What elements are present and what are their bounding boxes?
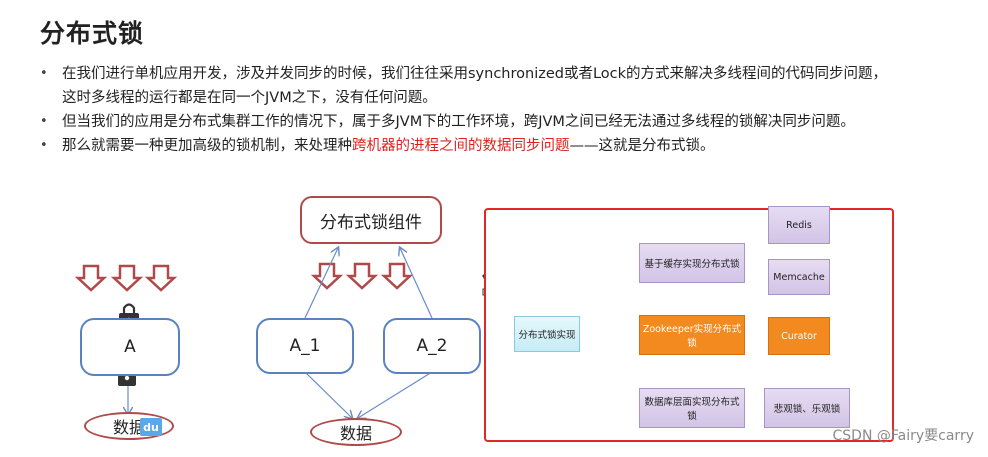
page-title: 分布式锁 [40,19,145,48]
pessimistic-optimistic-lock-node: 悲观锁、乐观锁 [764,388,850,428]
bullet-item: 在我们进行单机应用开发，涉及并发同步的时候，我们往往采用synchronized… [38,62,968,110]
data-store-ellipse: 数据 [310,418,402,446]
bullet-text: 但当我们的应用是分布式集群工作的情况下，属于多JVM下的工作环境，跨JVM之间已… [62,114,855,130]
node-label: Zookeeper实现分布式锁 [642,324,742,349]
server-box-a: A [80,318,180,376]
bullet-list: 在我们进行单机应用开发，涉及并发同步的时候，我们往往采用synchronized… [38,62,968,158]
lock-component-box: 分布式锁组件 [300,196,442,244]
du-badge-icon: du [140,418,162,436]
bullet-text: 在我们进行单机应用开发，涉及并发同步的时候，我们往往采用synchronized… [62,66,888,82]
redis-node: Redis [768,206,830,244]
memcache-node: Memcache [768,259,830,295]
server-label: A_1 [289,336,321,356]
bullet-text-continued: 这时多线程的运行都是在同一个JVM之下，没有任何问题。 [62,90,437,106]
server-box-a1: A_1 [256,318,354,374]
server-label: A [124,337,136,357]
node-label: Redis [786,219,812,231]
bullet-text-end: ——这就是分布式锁。 [569,138,715,154]
node-label: 基于缓存实现分布式锁 [644,259,740,270]
server-box-a2: A_2 [383,318,481,374]
bullet-item: 那么就需要一种更加高级的锁机制，来处理种跨机器的进程之间的数据同步问题——这就是… [38,134,968,158]
request-arrow-icon [74,264,178,292]
node-label: Memcache [773,271,825,283]
bullet-text: 那么就需要一种更加高级的锁机制，来处理种 [62,138,352,154]
watermark: CSDN @Fairy要carry [832,428,974,444]
component-label: 分布式锁组件 [320,212,422,233]
cache-lock-node: 基于缓存实现分布式锁 [639,243,745,283]
node-label: 数据库层面实现分布式锁 [644,397,740,422]
highlighted-text: 跨机器的进程之间的数据同步问题 [352,138,570,154]
bullet-item: 但当我们的应用是分布式集群工作的情况下，属于多JVM下的工作环境，跨JVM之间已… [38,110,968,134]
root-node: 分布式锁实现 [514,316,580,352]
connector-arrow [304,248,433,418]
node-label: 悲观锁、乐观锁 [773,404,841,415]
database-lock-node: 数据库层面实现分布式锁 [639,388,745,428]
request-arrow-icon [310,262,414,290]
data-label: 数据 [112,418,145,437]
root-label: 分布式锁实现 [518,330,576,341]
curator-node: Curator [768,317,830,355]
zookeeper-lock-node: Zookeeper实现分布式锁 [639,315,745,355]
data-label: 数据 [339,424,372,443]
server-label: A_2 [416,336,448,356]
node-label: Curator [781,330,817,342]
